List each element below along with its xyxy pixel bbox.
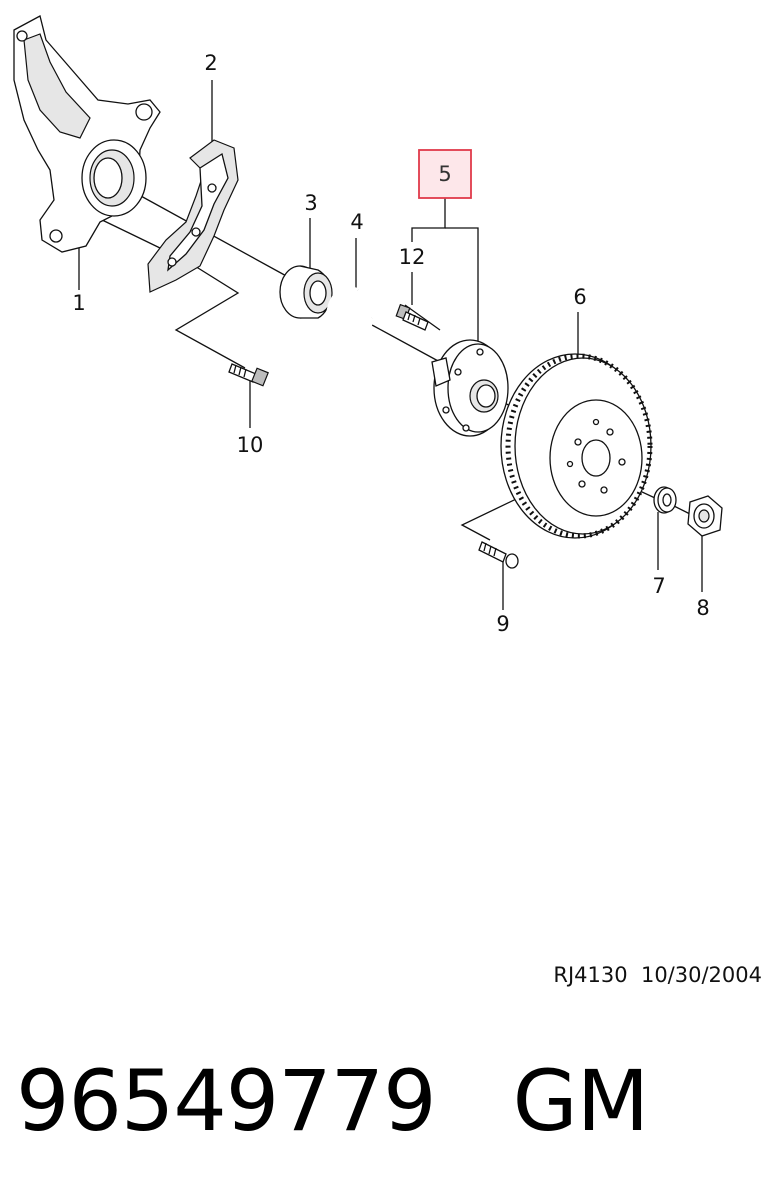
wheel-stud-part <box>395 303 429 331</box>
callout-12[interactable]: 12 <box>399 245 426 269</box>
disc-screw-part <box>478 541 519 569</box>
exploded-hub-diagram: 1 2 3 4 5 6 7 8 9 10 12 <box>13 15 723 636</box>
shield-bolt-part <box>228 363 269 387</box>
callout-10[interactable]: 10 <box>237 433 264 457</box>
callout-8[interactable]: 8 <box>696 596 709 620</box>
brake-disc-part <box>500 353 653 539</box>
dust-shield-part <box>147 139 239 293</box>
hub-nut-part <box>687 495 723 537</box>
steering-knuckle-part <box>13 15 161 253</box>
callout-4[interactable]: 4 <box>350 210 363 234</box>
drawing-code-date: RJ4130 10/30/2004 <box>553 963 762 987</box>
callout-5[interactable]: 5 <box>438 162 451 186</box>
callout-7[interactable]: 7 <box>652 574 665 598</box>
callout-6[interactable]: 6 <box>573 285 586 309</box>
part-number: 96549779 GM <box>16 1052 649 1150</box>
callout-2[interactable]: 2 <box>204 51 217 75</box>
wheel-bearing-part <box>279 265 333 319</box>
callout-9[interactable]: 9 <box>496 612 509 636</box>
callout-labels: 1 2 3 4 5 6 7 8 9 10 12 <box>72 51 709 636</box>
callout-3[interactable]: 3 <box>304 191 317 215</box>
washer-part <box>653 486 677 514</box>
highlighted-callout-box <box>418 149 472 199</box>
snap-ring-part <box>326 286 374 343</box>
wheel-hub-part <box>431 339 509 437</box>
callout-1[interactable]: 1 <box>72 291 85 315</box>
